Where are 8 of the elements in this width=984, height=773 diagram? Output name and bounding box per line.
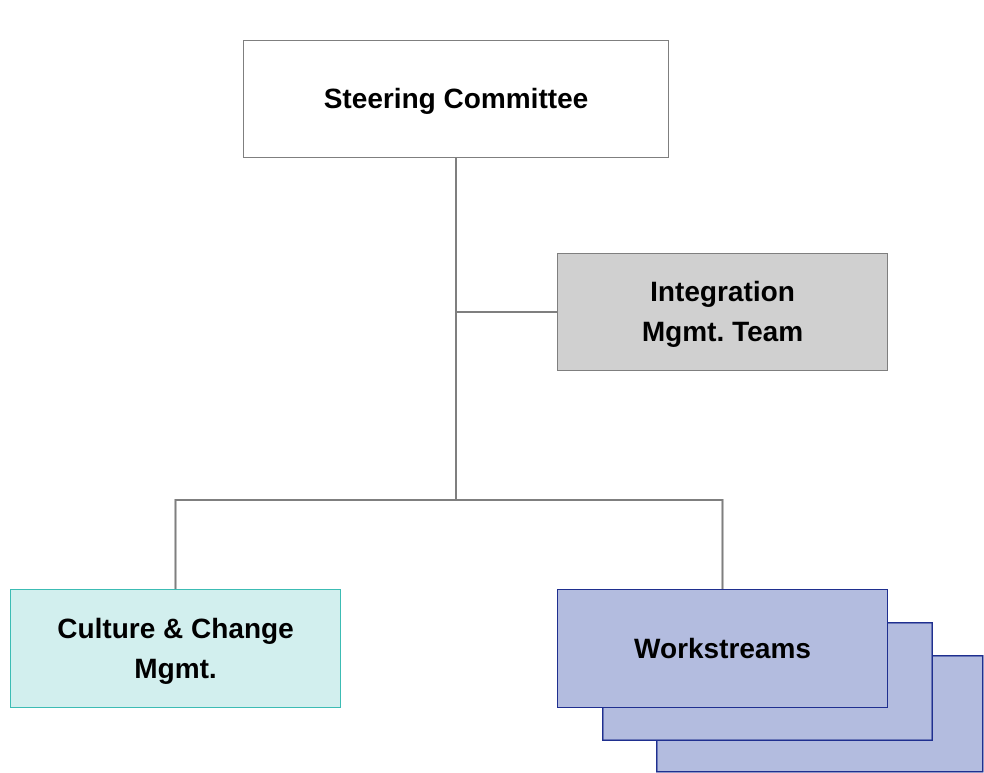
team-box	[557, 253, 888, 371]
committee-box	[243, 40, 669, 158]
node-label: Integration Mgmt. Team	[640, 275, 804, 349]
stacked-box	[557, 589, 888, 708]
team-box	[10, 589, 341, 708]
node-label: Culture & Change Mgmt.	[56, 612, 295, 686]
node-label: Workstreams	[634, 632, 811, 666]
node-label: Steering Committee	[324, 82, 588, 116]
